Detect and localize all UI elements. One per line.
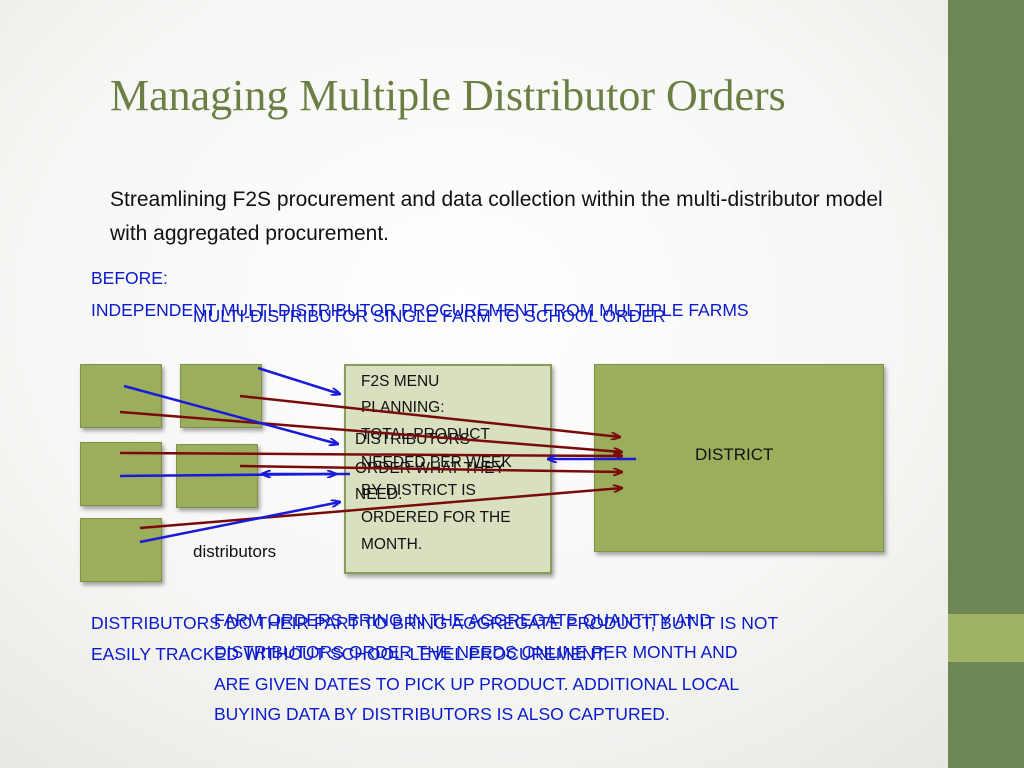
before-heading: INDEPENDENT MULTI-DISTRIBUTOR PROCUREMEN…: [91, 300, 749, 320]
planning-text: PLANNING:: [361, 399, 445, 416]
after-footer: BUYING DATA BY DISTRIBUTORS IS ALSO CAPT…: [214, 704, 670, 724]
overlay-text: ORDER WHAT THEY: [355, 460, 505, 477]
after-footer: DISTRIBUTORS ORDER THE NEEDS ONLINE PER …: [214, 642, 738, 662]
farm-box: [80, 364, 162, 428]
sidebar-accent: [948, 614, 1024, 662]
before-footer: DISTRIBUTORS DO THEIR PART TO BRING AGGR…: [91, 613, 779, 633]
planning-text: ORDERED FOR THE: [361, 509, 511, 526]
blue-arrow: [257, 366, 340, 394]
overlay-text: NEED.: [355, 486, 403, 503]
farm-box: [80, 442, 162, 506]
distributors-label: distributors: [193, 542, 277, 561]
district-box: DISTRICT: [594, 364, 884, 552]
blue-arrow: [139, 502, 340, 544]
after-footer: FARM ORDERS BRING IN THE AGGREGATE QUANT…: [214, 610, 712, 630]
before-label: BEFORE:: [91, 268, 168, 288]
farm-box: [176, 444, 258, 508]
slide-subtitle: Streamlining F2S procurement and data co…: [110, 188, 883, 245]
slide-title: Managing Multiple Distributor Orders: [110, 71, 786, 120]
overlay-text: DISTRIBUTORS: [355, 431, 471, 448]
planning-text: MONTH.: [361, 536, 423, 553]
farm-box: [80, 518, 162, 582]
before-footer: EASILY TRACKED WITHOUT SCHOOL-LEVEL PROC…: [91, 644, 609, 664]
farm-box: [180, 364, 262, 428]
after-footer: ARE GIVEN DATES TO PICK UP PRODUCT. ADDI…: [214, 674, 740, 694]
district-label: DISTRICT: [695, 445, 774, 464]
after-heading: MULTI-DISTRIBUTOR SINGLE FARM TO SCHOOL …: [193, 306, 666, 326]
planning-text: F2S MENU: [361, 373, 440, 390]
